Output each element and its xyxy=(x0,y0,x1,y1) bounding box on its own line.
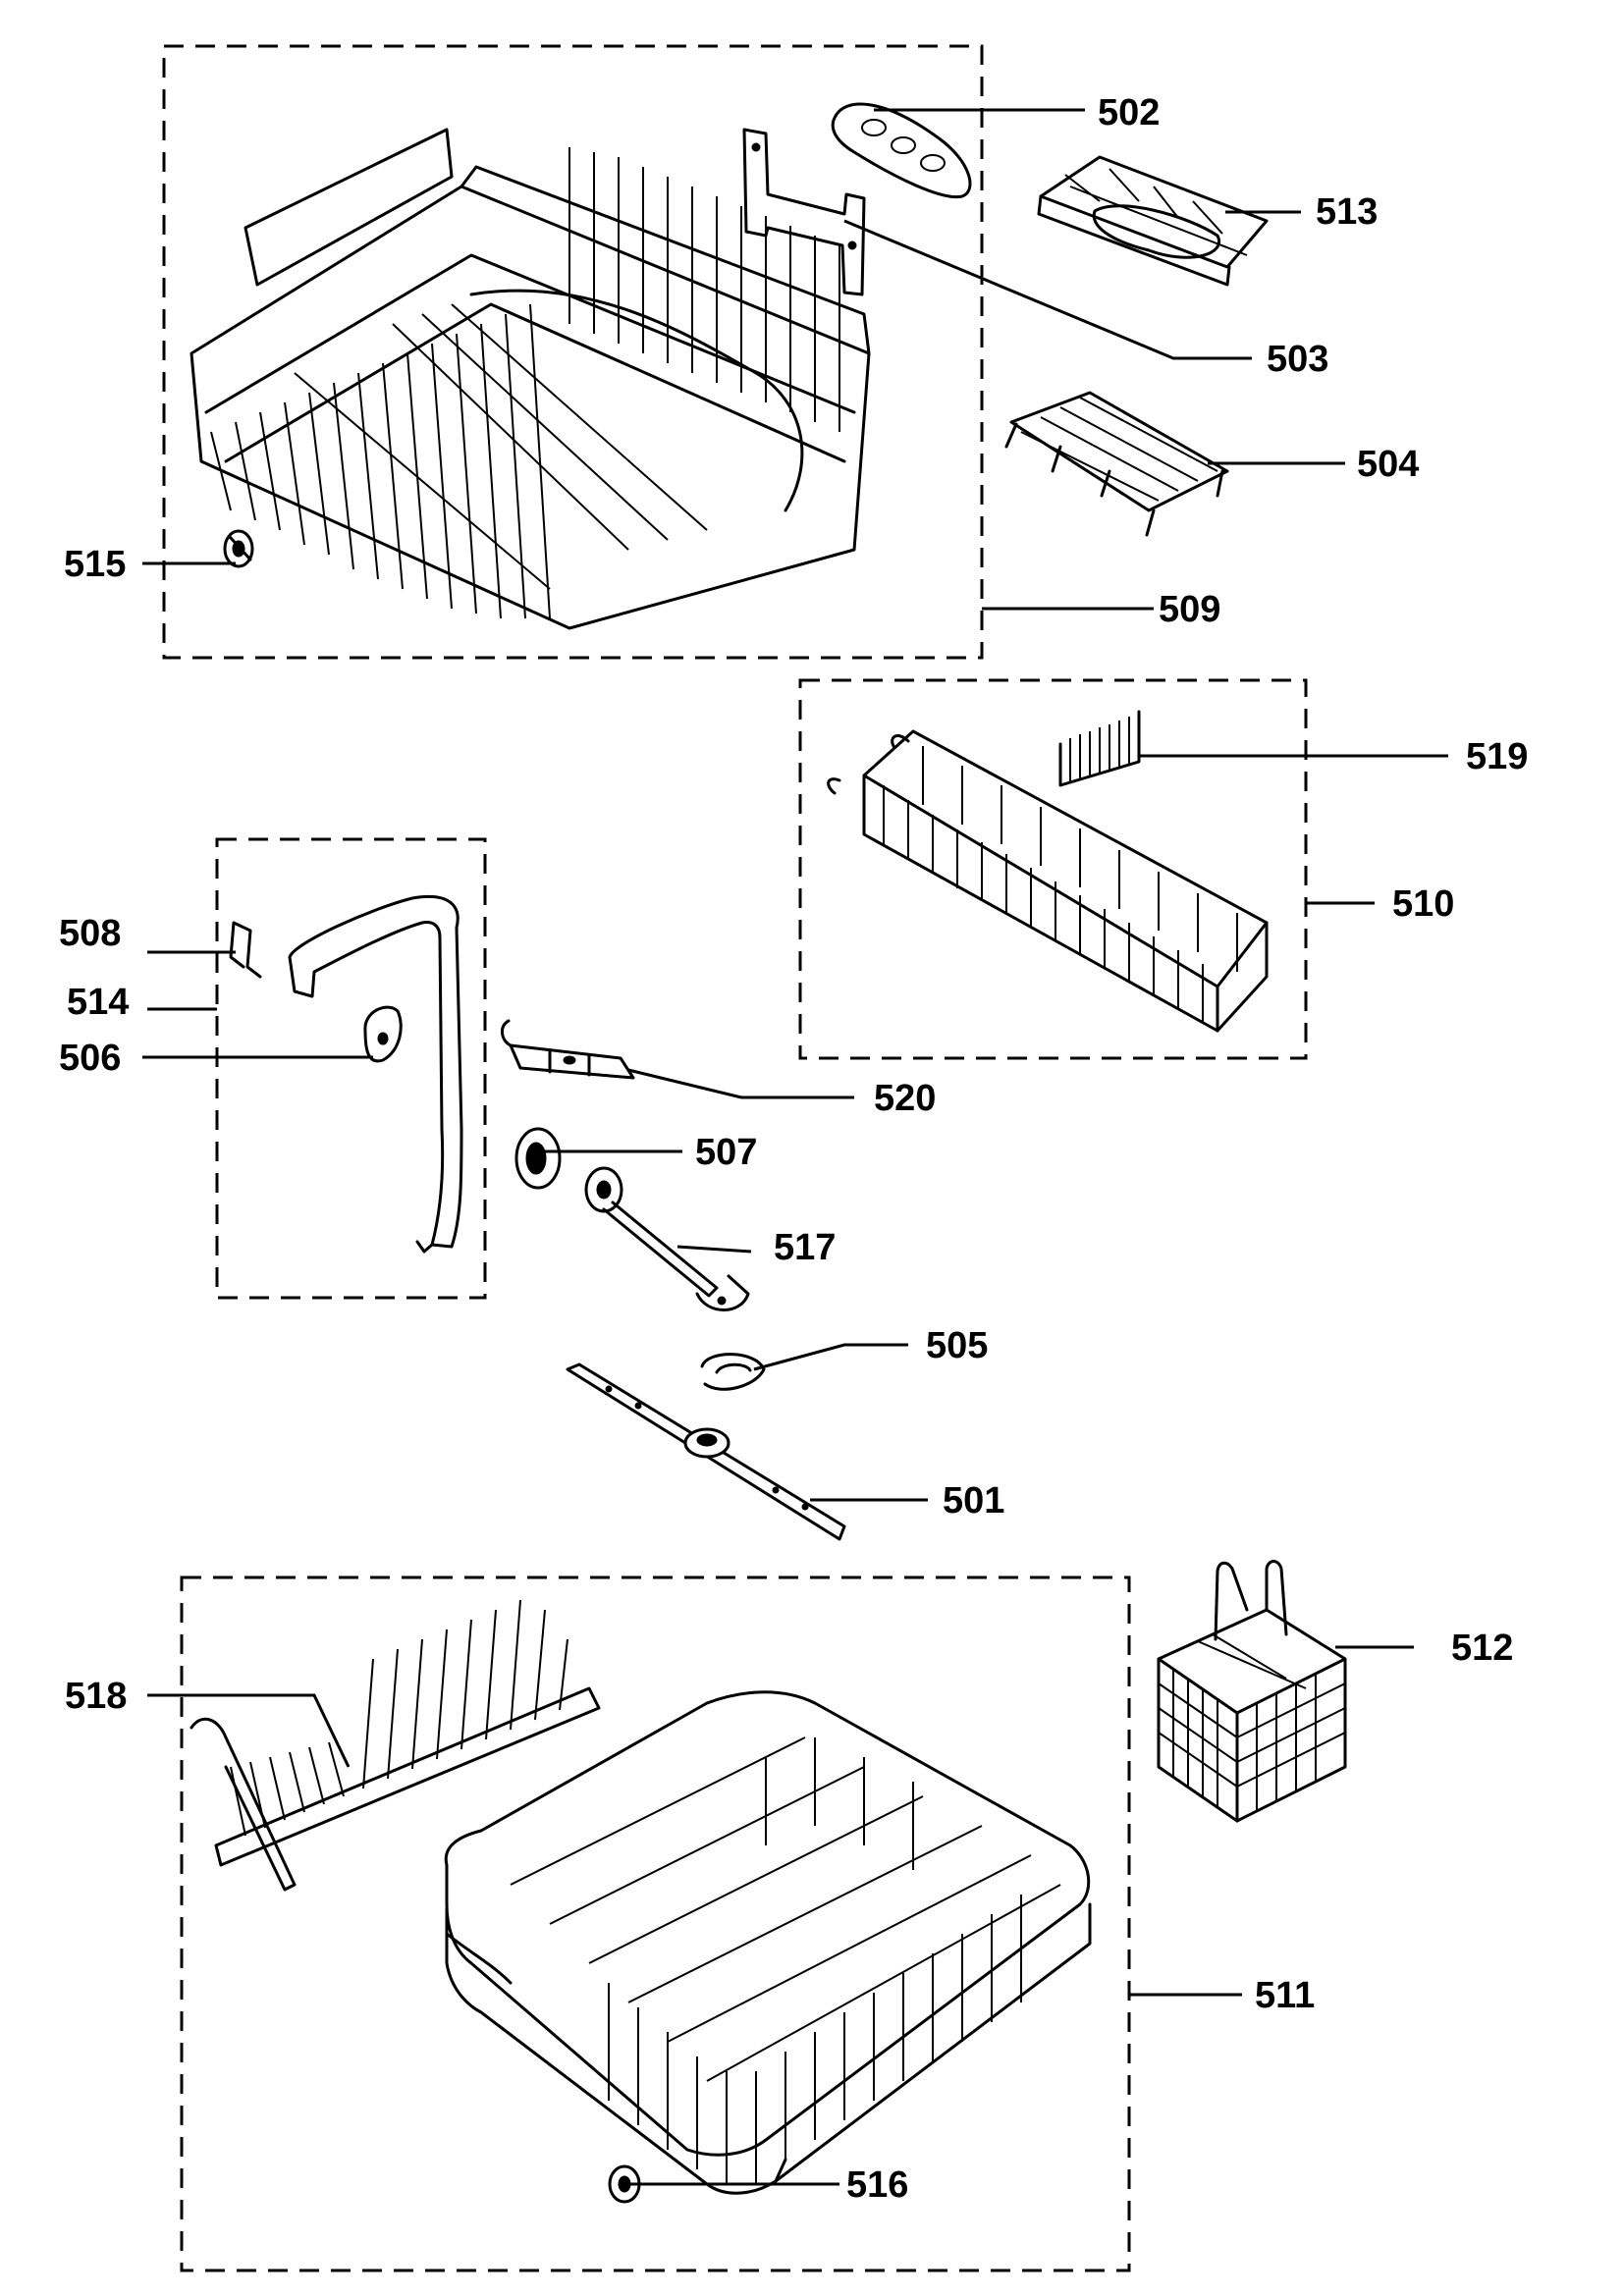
label-506: 506 xyxy=(59,1038,121,1079)
rack-bracket-illustration xyxy=(742,128,866,296)
upper-rack-group-box xyxy=(162,44,984,660)
upper-rack-wheel-illustration xyxy=(223,529,254,568)
label-520: 520 xyxy=(874,1078,936,1119)
label-518: 518 xyxy=(65,1676,127,1717)
label-504: 504 xyxy=(1357,444,1419,485)
label-512: 512 xyxy=(1451,1628,1513,1669)
cup-rack-insert-illustration xyxy=(1004,391,1229,537)
label-509: 509 xyxy=(1159,589,1220,630)
leader-503 xyxy=(843,219,1252,360)
spray-arm-hub-illustration xyxy=(514,1127,562,1190)
label-515: 515 xyxy=(64,544,126,585)
label-501: 501 xyxy=(943,1480,1004,1522)
tube-clip-illustration xyxy=(229,921,262,979)
label-507: 507 xyxy=(695,1132,757,1173)
upper-spray-arm-illustration xyxy=(584,1166,750,1311)
cutlery-basket-illustration xyxy=(1157,1560,1347,1823)
label-516: 516 xyxy=(846,2164,908,2206)
label-505: 505 xyxy=(926,1325,988,1366)
cup-shelf-illustration xyxy=(1037,155,1269,287)
leader-520 xyxy=(627,1068,854,1099)
leader-505 xyxy=(753,1343,908,1371)
tube-seal-illustration xyxy=(363,1005,403,1063)
label-510: 510 xyxy=(1392,883,1454,925)
label-503: 503 xyxy=(1267,339,1328,380)
upper-rack-illustration xyxy=(189,128,871,630)
lower-rack-illustration xyxy=(444,1690,1092,2195)
label-514: 514 xyxy=(67,982,129,1023)
spray-arm-nut-illustration xyxy=(700,1353,766,1391)
leader-517 xyxy=(676,1245,752,1254)
spray-arm-bracket-illustration xyxy=(501,1019,635,1080)
rack-clip-illustration xyxy=(831,102,972,199)
tray-divider-illustration xyxy=(1058,710,1141,787)
label-513: 513 xyxy=(1316,191,1378,233)
label-519: 519 xyxy=(1466,736,1528,777)
lower-rack-group-box xyxy=(180,1575,1131,2272)
leader-lines xyxy=(142,108,1448,2186)
label-517: 517 xyxy=(774,1227,836,1268)
label-508: 508 xyxy=(59,913,121,954)
cutlery-tray-group-box xyxy=(798,678,1308,1060)
label-502: 502 xyxy=(1098,92,1160,133)
folding-tine-row-illustration xyxy=(189,1599,601,1892)
part-labels: 502 513 503 504 509 515 519 510 508 514 … xyxy=(59,92,1528,2206)
cutlery-tray-illustration xyxy=(827,729,1269,1033)
leader-518 xyxy=(147,1693,351,1768)
lower-spray-arm-illustration xyxy=(566,1362,846,1541)
label-511: 511 xyxy=(1255,1975,1315,2016)
supply-tube-illustration xyxy=(288,895,463,1254)
supply-tube-group-box xyxy=(215,837,487,1300)
